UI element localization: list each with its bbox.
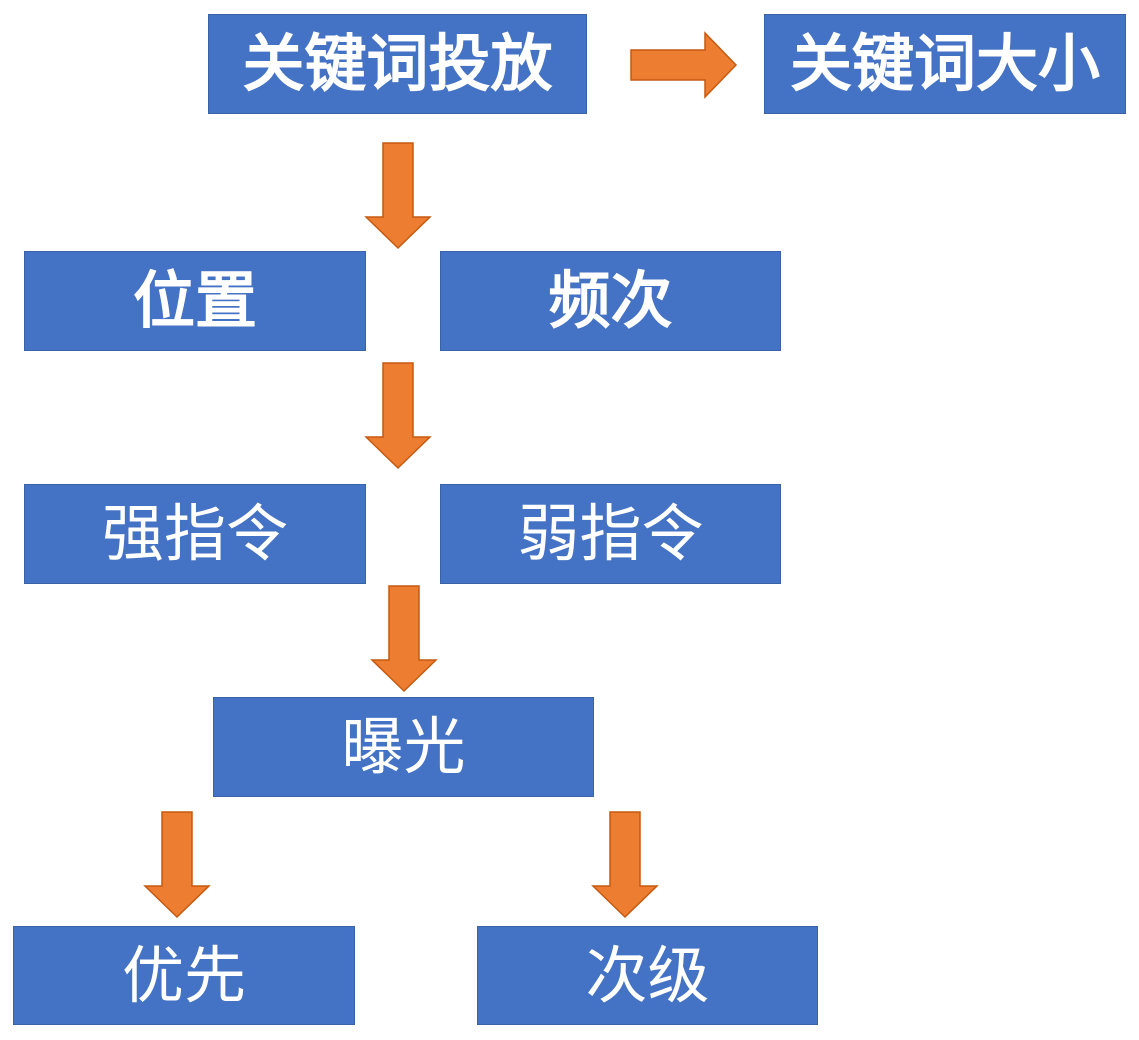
node-keyword-placement: 关键词投放 — [208, 14, 587, 114]
arrow-right-to-keyword-size — [630, 31, 738, 99]
node-strong-directive: 强指令 — [24, 484, 366, 584]
node-weak-directive: 弱指令 — [440, 484, 781, 584]
arrow-down-to-directives — [364, 362, 432, 470]
arrow-down-to-position-frequency — [364, 142, 432, 250]
node-secondary: 次级 — [477, 926, 818, 1025]
node-frequency: 频次 — [440, 251, 781, 351]
node-priority: 优先 — [13, 926, 355, 1025]
arrow-down-to-priority — [143, 811, 211, 919]
node-position: 位置 — [24, 251, 366, 351]
arrow-down-to-exposure — [370, 585, 438, 693]
node-exposure: 曝光 — [213, 697, 594, 797]
node-keyword-size: 关键词大小 — [764, 14, 1126, 114]
arrow-down-to-secondary — [591, 811, 659, 919]
